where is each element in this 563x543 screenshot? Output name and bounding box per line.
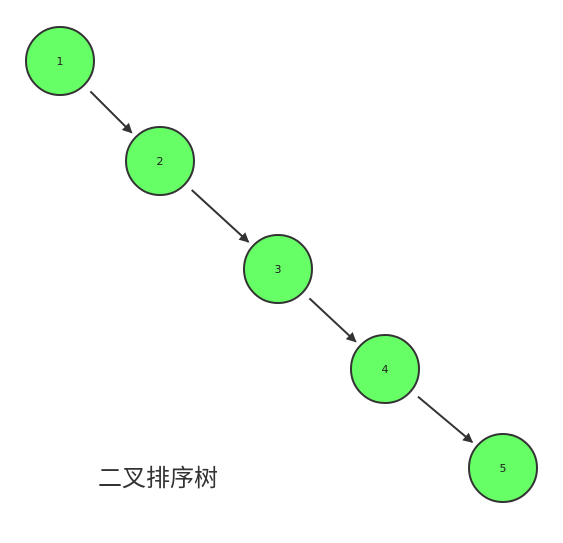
node-circle	[468, 433, 538, 503]
edge-1-to-2	[89, 90, 133, 134]
node-circle	[25, 26, 95, 96]
node-label: 2	[157, 155, 164, 168]
edge-2-to-3	[191, 189, 250, 243]
node-circle	[125, 126, 195, 196]
edge-4-to-5	[417, 395, 474, 444]
node-label: 1	[57, 55, 64, 68]
tree-node-4: 4	[350, 334, 420, 404]
node-circle	[243, 234, 313, 304]
node-label: 3	[275, 263, 282, 276]
node-label: 5	[500, 462, 507, 475]
tree-node-5: 5	[468, 433, 538, 503]
edge-3-to-4	[308, 297, 357, 343]
tree-node-3: 3	[243, 234, 313, 304]
tree-node-1: 1	[25, 26, 95, 96]
node-circle	[350, 334, 420, 404]
node-label: 4	[382, 363, 389, 376]
diagram-caption: 二叉排序树	[98, 464, 218, 492]
tree-node-2: 2	[125, 126, 195, 196]
